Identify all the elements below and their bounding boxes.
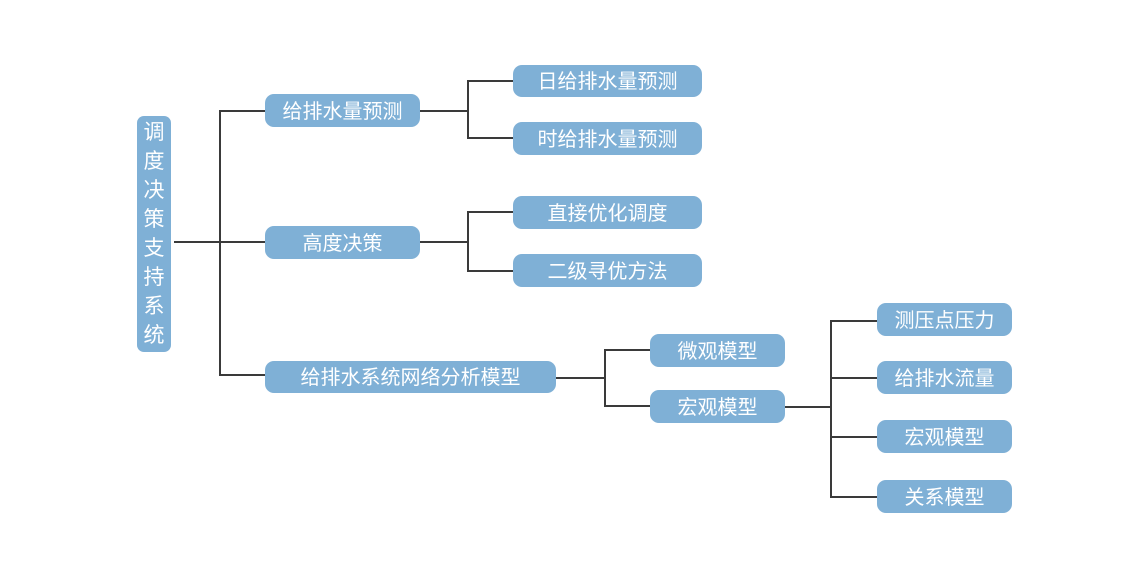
connector-to-direct-optimization [467,211,514,213]
node-label: 给排水系统网络分析模型 [300,365,521,389]
node-label: 宏观模型 [677,394,758,419]
node-pressure-points: 测压点压力 [877,303,1012,336]
root-char: 度 [143,149,165,173]
node-macro-model: 宏观模型 [650,390,785,423]
root-node: 调 度 决 策 支 持 系 统 [137,116,171,352]
node-label: 高度决策 [302,230,383,255]
root-char: 决 [143,178,165,202]
node-label: 微观模型 [677,338,758,363]
connector-to-forecast [219,110,266,112]
connector-to-two-level-method [467,270,514,272]
node-relation-model: 关系模型 [877,480,1012,513]
root-char: 系 [143,294,165,318]
connector-macro-stub [785,406,832,408]
node-network-analysis-model: 给排水系统网络分析模型 [265,361,556,393]
node-label: 测压点压力 [894,307,995,332]
connector-forecast-stub [420,110,468,112]
node-label: 二级寻优方法 [547,258,668,283]
root-char: 持 [143,265,165,289]
node-micro-model: 微观模型 [650,334,785,367]
node-label: 时给排水量预测 [537,126,678,151]
connector-network-trunk [604,349,606,407]
node-high-level-decision: 高度决策 [265,226,420,259]
node-label: 日给排水量预测 [537,69,678,93]
connector-to-micro-model [604,349,651,351]
connector-to-decision [219,241,266,243]
node-daily-forecast: 日给排水量预测 [513,65,702,97]
node-two-level-method: 二级寻优方法 [513,254,702,287]
connector-decision-stub [420,241,468,243]
node-flow-rate: 给排水流量 [877,361,1012,394]
node-direct-optimization: 直接优化调度 [513,196,702,229]
connector-to-network-model [219,374,266,376]
node-label: 给排水流量 [894,365,995,390]
node-label: 直接优化调度 [547,200,668,225]
node-label: 宏观模型 [904,424,985,449]
connector-level1-trunk [219,110,221,376]
connector-to-flow-rate [830,377,878,379]
connector-macro-trunk [830,320,832,498]
connector-network-stub [556,377,606,379]
root-char: 策 [143,207,165,231]
node-macro-submodel: 宏观模型 [877,420,1012,453]
node-label: 给排水量预测 [282,98,403,123]
root-char: 统 [143,323,165,347]
root-char: 调 [143,120,165,144]
connector-forecast-trunk [467,80,469,139]
connector-to-macro-model [604,405,651,407]
connector-to-hourly-forecast [467,137,514,139]
root-char: 支 [143,236,165,260]
connector-to-pressure-points [830,320,878,322]
connector-root-stub [174,241,220,243]
node-water-demand-forecast: 给排水量预测 [265,94,420,127]
connector-to-daily-forecast [467,80,514,82]
connector-to-relation-model [830,496,878,498]
connector-decision-trunk [467,211,469,272]
connector-to-macro-submodel [830,436,878,438]
node-label: 关系模型 [904,484,985,509]
node-hourly-forecast: 时给排水量预测 [513,122,702,155]
